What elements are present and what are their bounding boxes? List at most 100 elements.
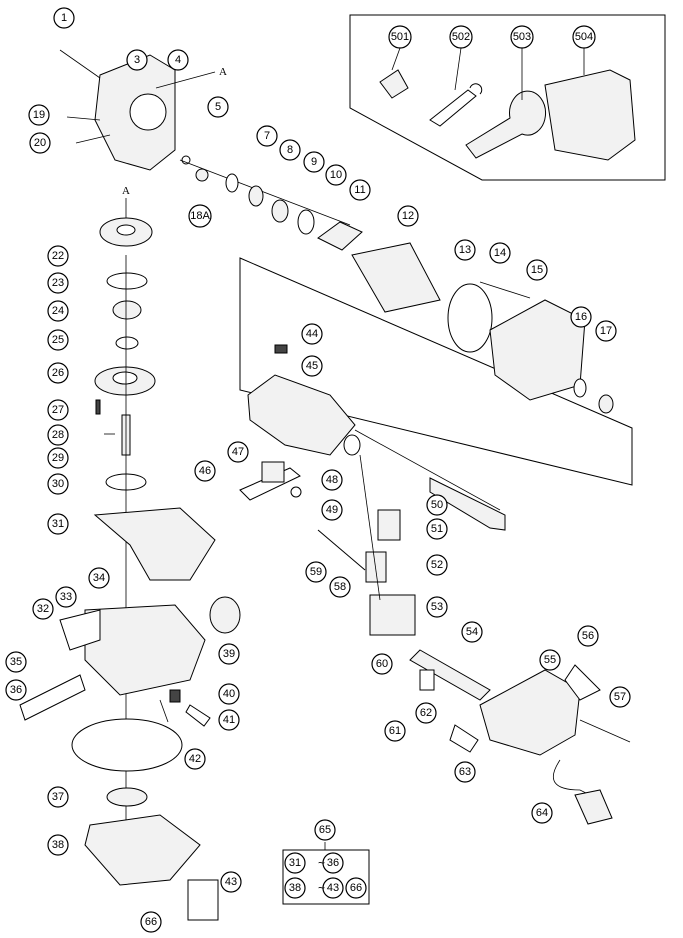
callout-label: 5	[215, 101, 221, 113]
callout-label: 25	[52, 334, 64, 346]
part-callout-39: 39	[218, 643, 240, 665]
callout-label: 31	[52, 518, 64, 530]
handle-drawing	[409, 649, 631, 825]
callout-label: 37	[52, 791, 64, 803]
part-503-drawing	[465, 90, 547, 159]
callout-label: 63	[459, 766, 471, 778]
callout-label: 16	[575, 311, 587, 323]
switch-drawing	[239, 454, 416, 636]
callout-label: 61	[389, 725, 401, 737]
callout-label: 32	[37, 603, 49, 615]
part-callout-44: 44	[301, 323, 323, 345]
callout-label: 49	[326, 504, 338, 516]
callout-label: 10	[330, 169, 342, 181]
kit-row2-to: 43	[322, 877, 344, 899]
callout-label: 64	[536, 807, 548, 819]
part-callout-15: 15	[526, 259, 548, 281]
callout-label: 62	[420, 707, 432, 719]
part-callout-58: 58	[329, 576, 351, 598]
part-callout-53: 53	[426, 596, 448, 618]
callout-label: 33	[60, 591, 72, 603]
callout-label: 54	[466, 626, 478, 638]
section-marker-a-bottom: A	[122, 185, 130, 197]
callout-label: 45	[306, 360, 318, 372]
drive-line-drawing	[179, 159, 363, 251]
callout-label: 57	[614, 691, 626, 703]
part-callout-5: 5	[207, 96, 229, 118]
part-callout-57: 57	[609, 686, 631, 708]
part-callout-49: 49	[321, 499, 343, 521]
part-callout-61: 61	[384, 720, 406, 742]
part-callout-20: 20	[29, 132, 51, 154]
part-callout-62: 62	[415, 702, 437, 724]
callout-label: 4	[175, 54, 181, 66]
kit-box-65: ~ ~	[282, 842, 370, 905]
kit-row1-from: 31	[284, 852, 306, 874]
part-callout-66: 66	[140, 911, 162, 933]
part-callout-12: 12	[397, 205, 419, 227]
part-callout-38: 38	[47, 834, 69, 856]
part-callout-30: 30	[47, 473, 69, 495]
part-502-drawing	[429, 83, 483, 127]
kit-callout-label: 31	[289, 857, 301, 869]
part-callout-48: 48	[321, 469, 343, 491]
callout-label: 1	[61, 12, 67, 24]
kit-callout-label: 66	[350, 882, 362, 894]
callout-label: 8	[287, 144, 293, 156]
part-callout-27: 27	[47, 399, 69, 421]
part-callout-24: 24	[47, 300, 69, 322]
part-callout-34: 34	[88, 567, 110, 589]
callout-label: 29	[52, 452, 64, 464]
callout-label: 7	[264, 130, 270, 142]
callout-label: 40	[223, 688, 235, 700]
part-callout-4: 4	[167, 49, 189, 71]
part-callout-9: 9	[303, 151, 325, 173]
callout-label: 52	[431, 559, 443, 571]
callout-label: 15	[531, 264, 543, 276]
callout-label: 20	[34, 137, 46, 149]
callout-label: 27	[52, 404, 64, 416]
part-callout-31: 31	[47, 513, 69, 535]
part-callout-43: 43	[220, 871, 242, 893]
callout-label: 55	[544, 654, 556, 666]
part-callout-1: 1	[53, 7, 75, 29]
part-callout-3: 3	[126, 49, 148, 71]
housing-drawing	[247, 344, 506, 531]
part-callout-7: 7	[256, 125, 278, 147]
part-callout-56: 56	[577, 625, 599, 647]
part-callout-18A: 18A	[188, 204, 212, 228]
callout-label: 58	[334, 581, 346, 593]
callout-label: 39	[223, 648, 235, 660]
callout-label: 44	[306, 328, 318, 340]
callout-label: 19	[33, 109, 45, 121]
kit-range-symbol-1: ~	[318, 856, 325, 870]
part-callout-14: 14	[489, 242, 511, 264]
callout-label: 43	[225, 876, 237, 888]
callout-label: 53	[431, 601, 443, 613]
callout-label: 22	[52, 250, 64, 262]
part-callout-64: 64	[531, 802, 553, 824]
callout-label: 59	[310, 566, 322, 578]
accessory-callout-504: 504	[572, 25, 596, 49]
callout-label: 11	[354, 184, 365, 196]
callout-label: 30	[52, 478, 64, 490]
part-callout-11: 11	[349, 179, 371, 201]
callout-label: 50	[431, 499, 443, 511]
part-callout-50: 50	[426, 494, 448, 516]
part-callout-8: 8	[279, 139, 301, 161]
part-callout-37: 37	[47, 786, 69, 808]
part-callout-26: 26	[47, 362, 69, 384]
guard-drawing	[19, 507, 241, 927]
callout-label: 3	[134, 54, 140, 66]
kit-row2-from: 38	[284, 877, 306, 899]
kit-callout-label: 65	[319, 824, 331, 836]
part-callout-36: 36	[5, 679, 27, 701]
part-callout-33: 33	[55, 586, 77, 608]
kit-callout-label: 36	[327, 857, 339, 869]
callout-label: 24	[52, 305, 64, 317]
kit-row2-extra: 66	[345, 877, 367, 899]
part-callout-35: 35	[5, 651, 27, 673]
callout-label: 35	[10, 656, 22, 668]
